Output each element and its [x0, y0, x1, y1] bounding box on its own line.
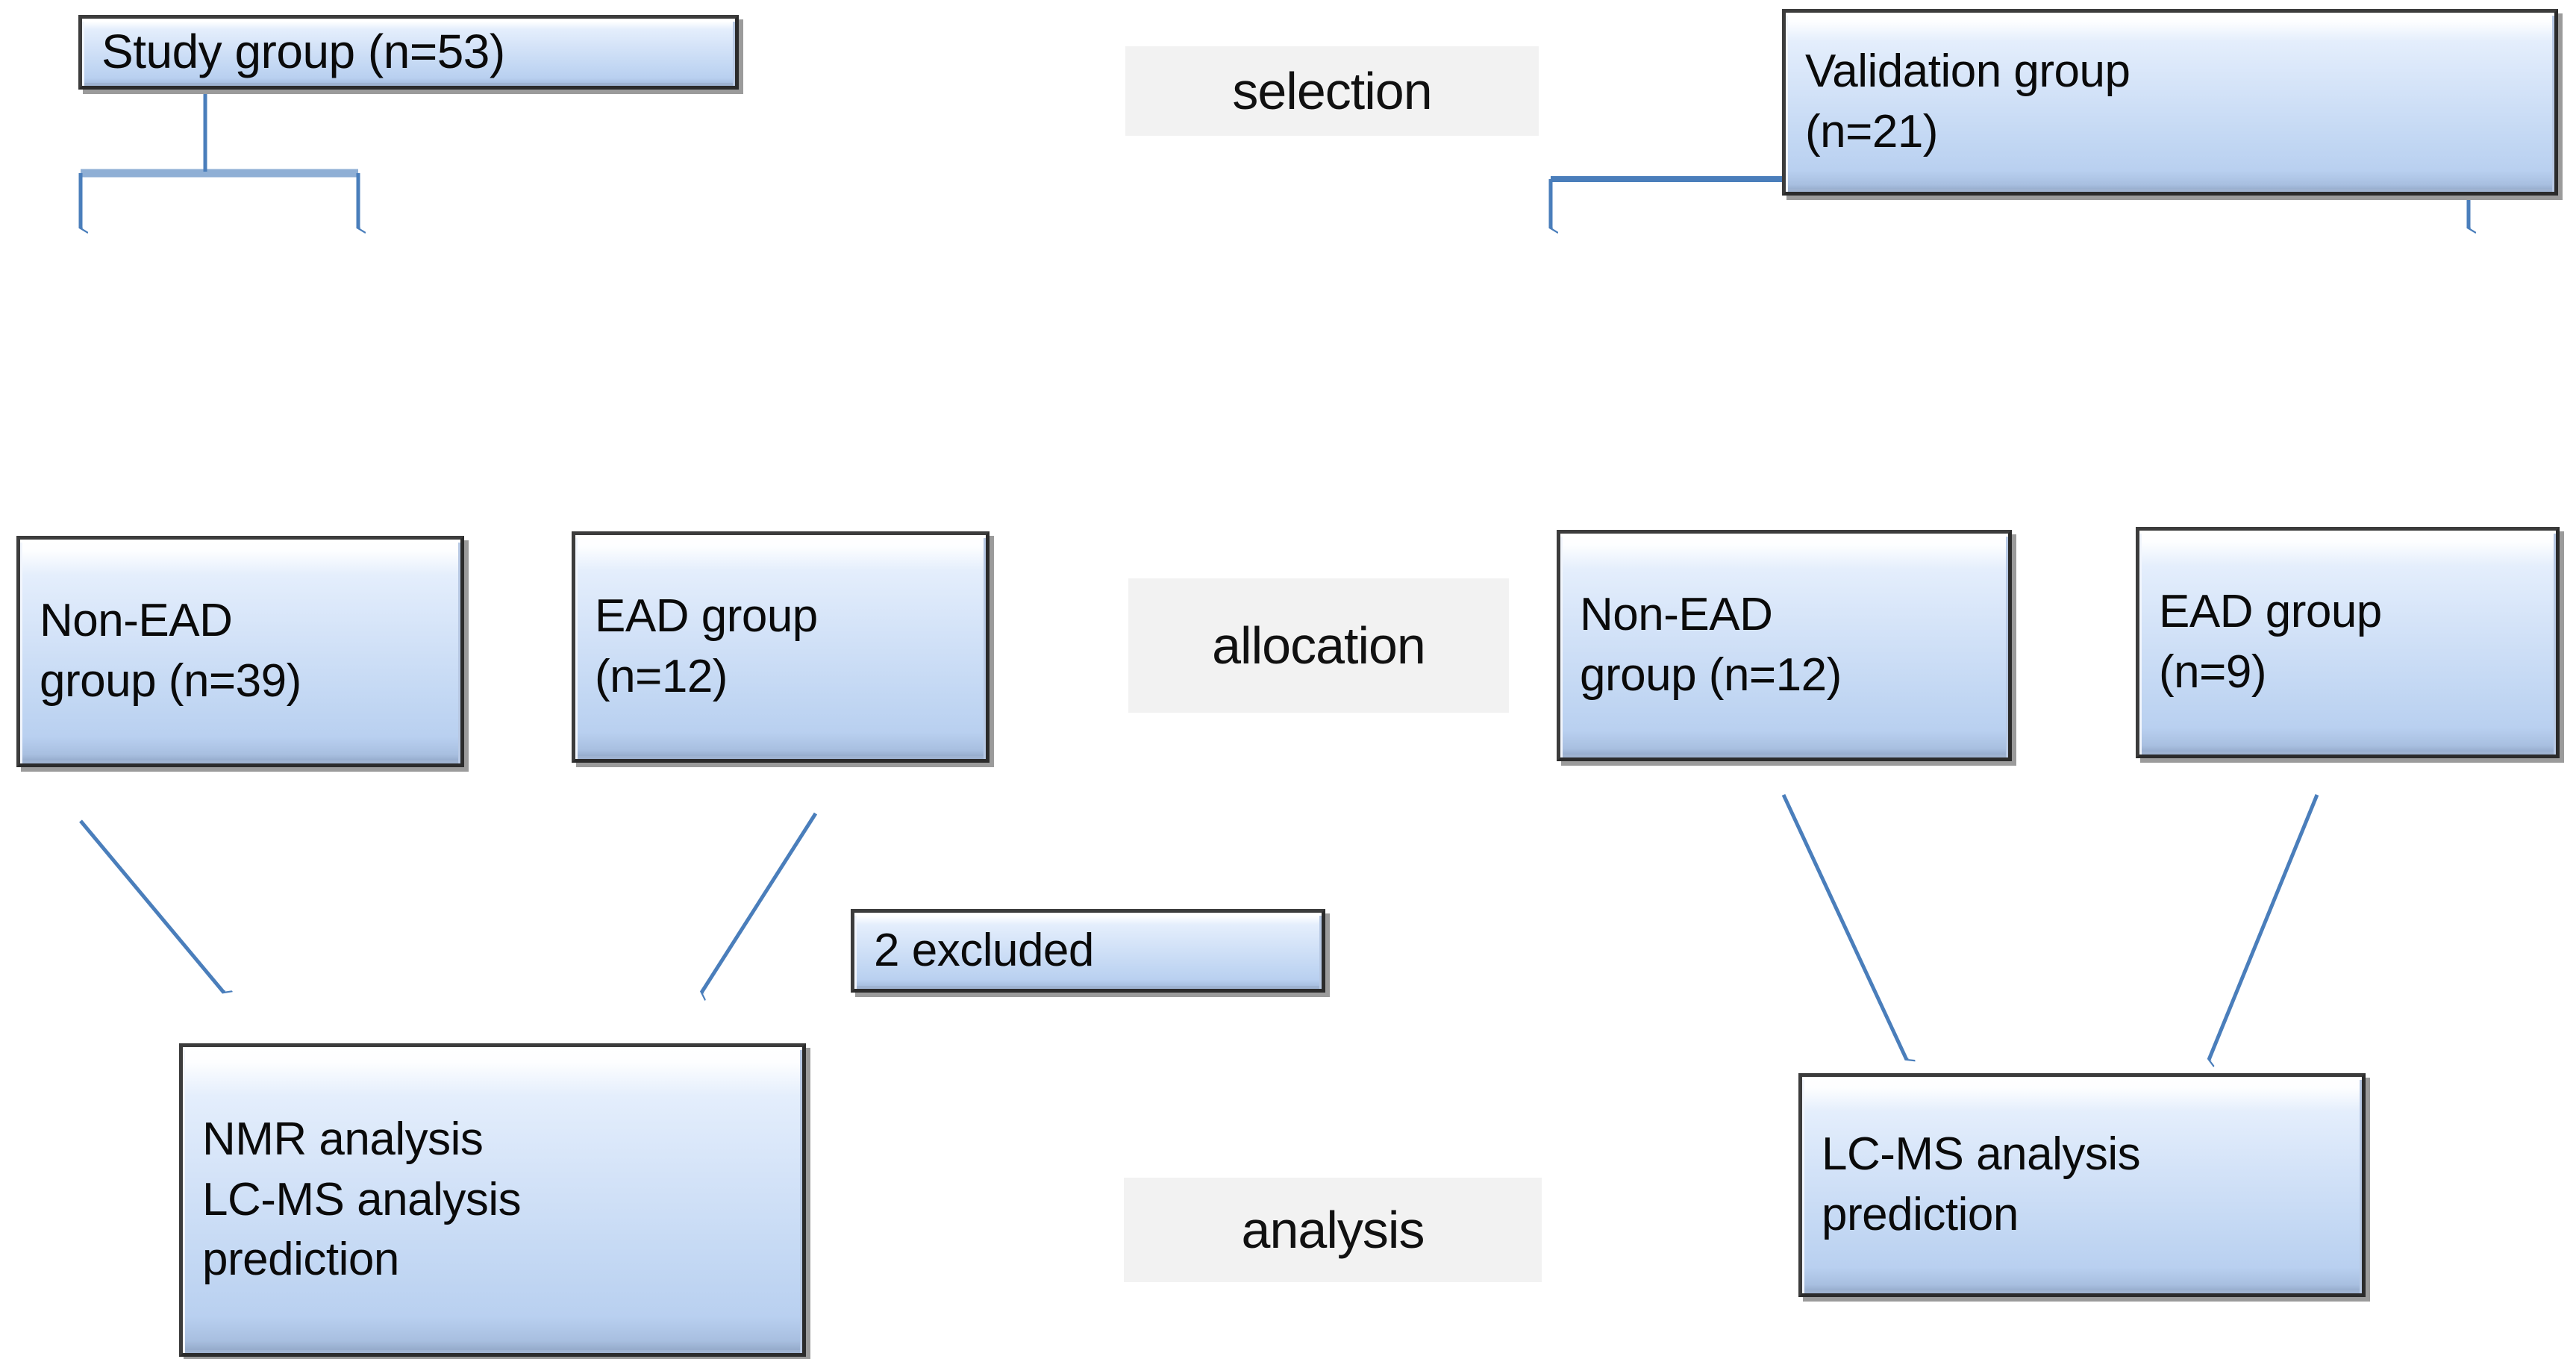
- box-study-analysis-line2: LC-MS analysis: [202, 1173, 522, 1225]
- box-validation-group[interactable]: Validation group (n=21): [1782, 9, 2558, 196]
- box-study-analysis-line3: prediction: [202, 1234, 399, 1286]
- box-validation-ead[interactable]: EAD group (n=9): [2136, 527, 2560, 758]
- box-validation-non-ead-line1: Non-EAD: [1580, 589, 1773, 641]
- box-study-ead-line1: EAD group: [595, 590, 818, 643]
- box-study-non-ead[interactable]: Non-EAD group (n=39): [16, 536, 464, 767]
- box-excluded-line1: 2 excluded: [874, 924, 1094, 976]
- stage-label-analysis-text: analysis: [1241, 1201, 1425, 1259]
- box-validation-analysis-line2: prediction: [1822, 1189, 2019, 1240]
- box-validation-analysis-line1: LC-MS analysis: [1822, 1128, 2141, 1181]
- connector-study-ead-to-analysis: [699, 812, 818, 993]
- box-study-ead-line2: (n=12): [595, 651, 728, 702]
- connector-val-nonead-to-analysis: [1781, 793, 1907, 1060]
- box-study-non-ead-line2: group (n=39): [40, 655, 301, 707]
- stage-label-analysis: analysis: [1124, 1178, 1542, 1282]
- box-study-non-ead-line1: Non-EAD: [40, 595, 233, 647]
- connector-val-ead-to-analysis: [2207, 794, 2319, 1060]
- box-validation-group-line1: Validation group: [1805, 46, 2130, 98]
- box-study-analysis[interactable]: NMR analysis LC-MS analysis prediction: [179, 1043, 806, 1357]
- box-study-analysis-line1: NMR analysis: [202, 1113, 484, 1166]
- connector-study-nonead-to-analysis: [79, 819, 224, 994]
- box-validation-analysis[interactable]: LC-MS analysis prediction: [1798, 1073, 2366, 1297]
- stage-label-allocation: allocation: [1128, 578, 1509, 713]
- connector-study-split: [78, 90, 358, 228]
- box-validation-non-ead[interactable]: Non-EAD group (n=12): [1557, 530, 2012, 761]
- box-validation-ead-line2: (n=9): [2159, 646, 2266, 698]
- box-study-group[interactable]: Study group (n=53): [78, 15, 739, 90]
- stage-label-selection-text: selection: [1232, 62, 1432, 120]
- box-validation-non-ead-line2: group (n=12): [1580, 649, 1842, 701]
- box-validation-ead-line1: EAD group: [2159, 586, 2382, 638]
- box-excluded[interactable]: 2 excluded: [851, 909, 1325, 993]
- box-validation-group-line2: (n=21): [1805, 106, 1938, 157]
- stage-label-selection: selection: [1125, 46, 1539, 136]
- box-study-ead[interactable]: EAD group (n=12): [572, 531, 990, 763]
- box-study-group-line1: Study group (n=53): [101, 25, 505, 79]
- stage-label-allocation-text: allocation: [1212, 616, 1426, 675]
